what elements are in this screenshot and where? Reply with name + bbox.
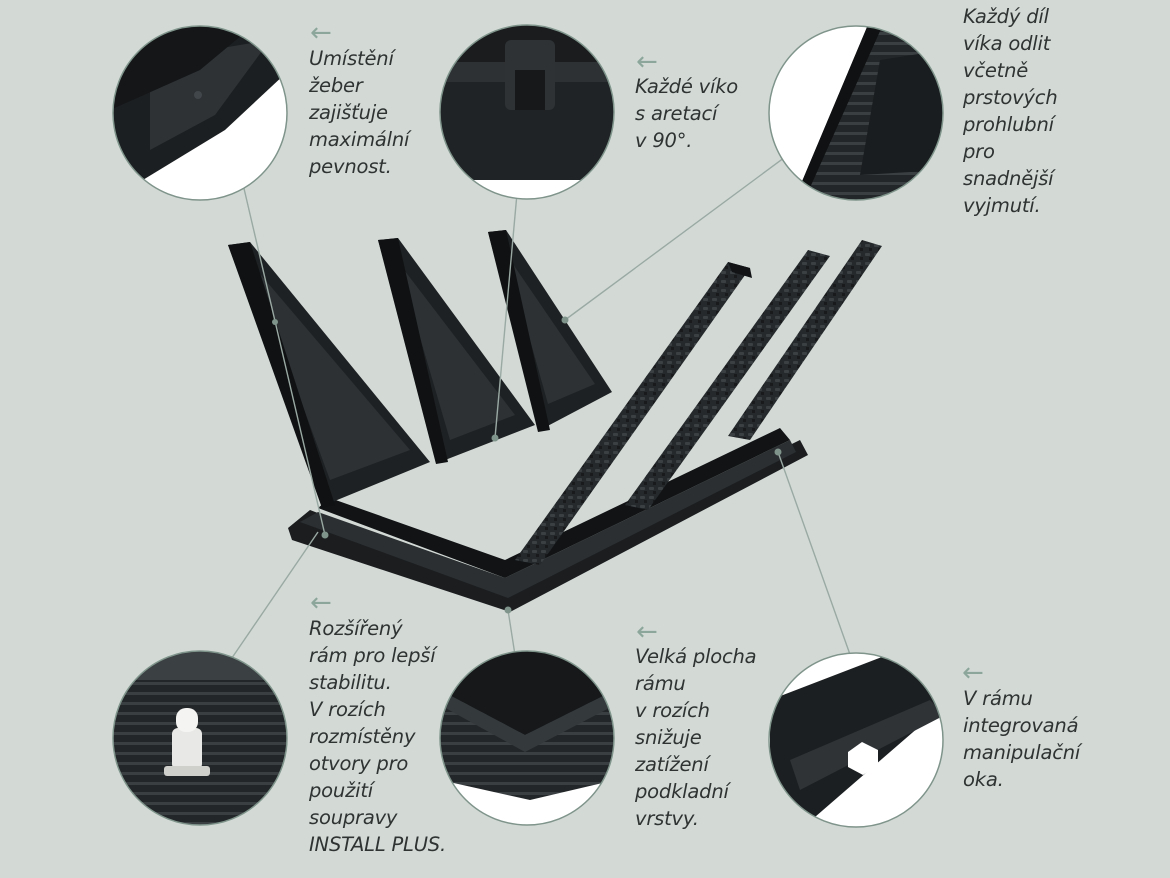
callout-finger-text: Každý díl víka odlit včetně prstových pr… — [963, 5, 1058, 217]
callout-frame-text: Rozšířený rám pro lepší stabilitu. V roz… — [309, 617, 446, 856]
arrow-left-icon: ← — [310, 588, 332, 618]
lid-panel-3 — [728, 240, 882, 440]
detail-circle-handle — [768, 652, 944, 828]
arrow-left-icon: ← — [962, 658, 984, 688]
lid-panel-1 — [515, 262, 752, 565]
detail-circle-frame — [112, 650, 288, 826]
cover-panel-1 — [228, 242, 430, 508]
detail-circle-ribs — [112, 25, 288, 201]
cover-panel-2 — [378, 238, 535, 464]
callout-area-text: Velká plocha rámu v rozích snižuje zatíž… — [635, 645, 757, 830]
arrow-left-icon: ← — [636, 47, 658, 77]
grating-frame — [288, 428, 808, 612]
arrow-left-icon: ← — [310, 18, 332, 48]
callout-lock-text: Každé víko s aretací v 90°. — [635, 75, 739, 152]
detail-circle-finger — [768, 25, 944, 201]
detail-circle-lock — [439, 24, 615, 200]
cover-panel-3 — [488, 230, 612, 432]
callout-handle-text: V rámu integrovaná manipulační oka. — [963, 687, 1081, 791]
arrow-left-icon: ← — [636, 617, 658, 647]
detail-circle-area — [439, 650, 615, 826]
callout-ribs-text: Umístění žeber zajišťuje maximální pevno… — [309, 47, 410, 178]
lid-panel-2 — [625, 250, 830, 510]
